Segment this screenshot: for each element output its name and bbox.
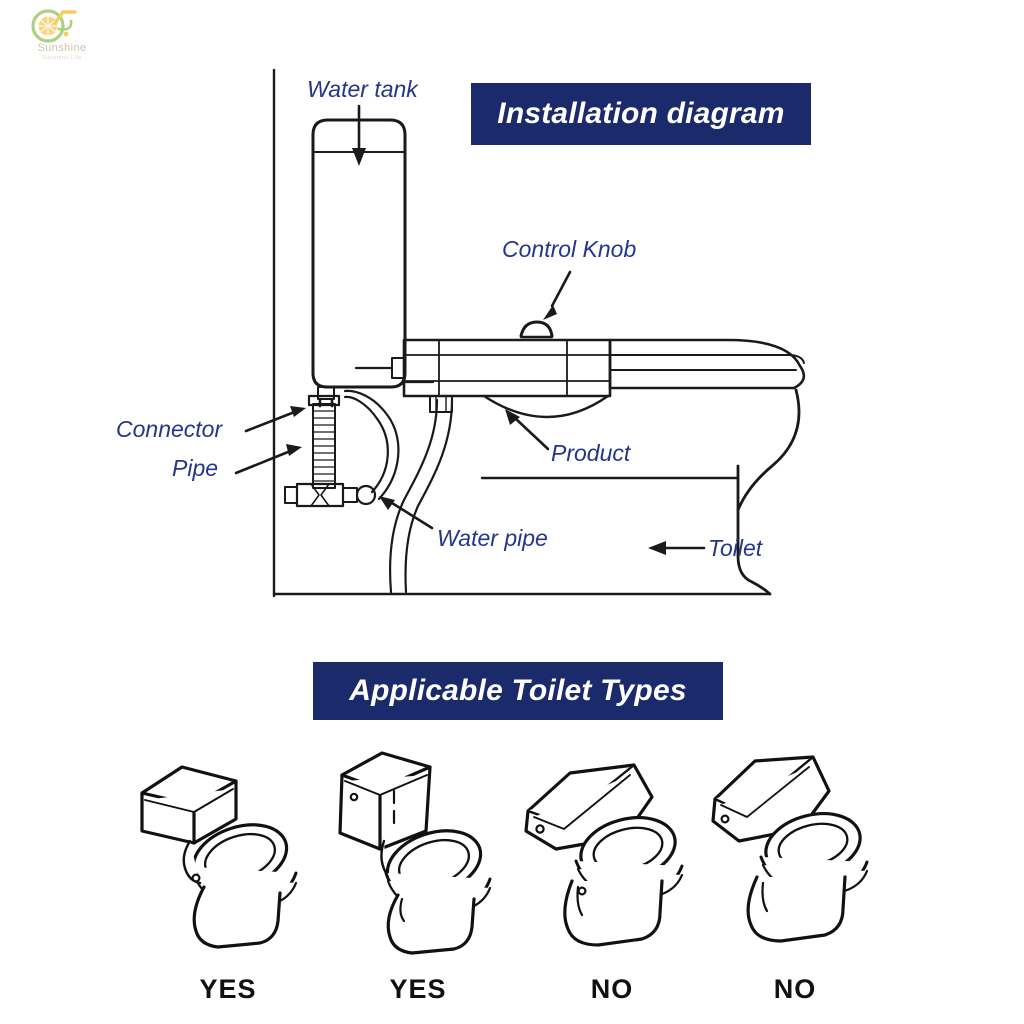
toilet-pedestal bbox=[736, 464, 772, 596]
arrow-control-knob bbox=[543, 270, 572, 320]
arrow-connector bbox=[244, 406, 306, 433]
arrow-product bbox=[505, 409, 550, 451]
toilet-type-verdict: NO bbox=[590, 974, 634, 1004]
callout-water-pipe: Water pipe bbox=[437, 525, 548, 551]
toilet-type-card: YES bbox=[318, 745, 518, 1005]
bowl-right-profile bbox=[736, 388, 801, 512]
bowl-rim-curve bbox=[482, 394, 610, 419]
toilet-illustration-two-piece-tall-angled-tank bbox=[338, 751, 492, 955]
callout-water-tank: Water tank bbox=[307, 76, 418, 102]
toilet-type-card: NO bbox=[512, 745, 712, 1005]
brand-tagline: Sunshine Life bbox=[42, 55, 82, 61]
product-body bbox=[354, 338, 612, 413]
connector-nut bbox=[307, 394, 341, 407]
callout-product: Product bbox=[551, 440, 631, 466]
arrow-water-pipe bbox=[379, 496, 434, 530]
callout-control-knob: Control Knob bbox=[502, 236, 637, 262]
water-tank-outline bbox=[311, 118, 407, 389]
brand-watermark: Sunshine Sunshine Life bbox=[14, 6, 106, 68]
water-pipe-valve bbox=[284, 482, 377, 508]
arrow-water-tank bbox=[352, 104, 366, 166]
toilet-illustration-one-piece-low-profile-curved bbox=[711, 755, 869, 943]
flex-hose-outer bbox=[343, 395, 389, 494]
drain-hose-right bbox=[404, 398, 454, 594]
control-knob bbox=[519, 320, 554, 338]
citrus-slice-logo-icon bbox=[31, 9, 77, 43]
toilet-type-verdict: NO bbox=[773, 974, 817, 1004]
toilet-type-card: NO bbox=[695, 745, 895, 1005]
callout-pipe: Pipe bbox=[172, 455, 219, 481]
toilet-type-verdict: YES bbox=[199, 974, 257, 1004]
drain-hose-left bbox=[388, 398, 439, 594]
toilet-type-card: YES bbox=[128, 745, 328, 1005]
callout-connector: Connector bbox=[116, 416, 223, 442]
tank-outlet-fitting bbox=[317, 386, 335, 400]
toilet-illustration-two-piece-rectangular-tank bbox=[140, 765, 298, 949]
arrow-toilet bbox=[648, 541, 706, 555]
corrugated-pipe bbox=[312, 403, 336, 489]
brand-name: Sunshine bbox=[37, 42, 87, 54]
toilet-type-verdict: YES bbox=[389, 974, 447, 1004]
toilet-seat-stack bbox=[608, 338, 806, 390]
applicable-toilet-types-banner: Applicable Toilet Types bbox=[313, 662, 723, 720]
installation-diagram-banner: Installation diagram bbox=[471, 83, 811, 145]
flex-hose-inner bbox=[343, 389, 400, 501]
arrow-pipe bbox=[234, 444, 302, 475]
toilet-illustration-one-piece-low-profile-skirted bbox=[524, 763, 684, 947]
callout-toilet: Toilet bbox=[708, 535, 763, 561]
